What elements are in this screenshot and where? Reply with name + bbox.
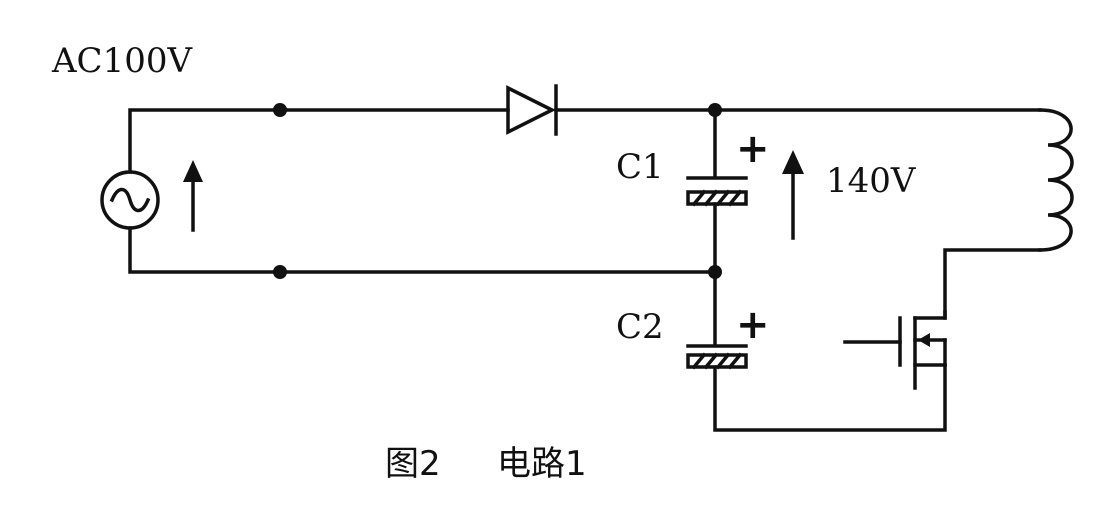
voltage-label: 140V — [826, 161, 917, 201]
diode — [506, 84, 558, 136]
figure-title: 电路1 — [497, 444, 587, 484]
capacitor-c1 — [686, 176, 748, 207]
figure-number: 图2 — [385, 444, 441, 484]
ac-source — [100, 170, 160, 230]
inductor-coil — [943, 108, 1074, 317]
capacitor-voltage-arrow — [782, 150, 804, 240]
cap1-plus-sign: + — [736, 126, 770, 172]
source-voltage-arrow — [183, 160, 203, 232]
top-left-wire — [128, 108, 510, 174]
bottom-wire — [128, 226, 717, 274]
junction-node — [273, 103, 287, 117]
capacitor-c2 — [686, 344, 748, 370]
source-label: AC100V — [51, 41, 193, 81]
mosfet — [843, 310, 947, 390]
cap1-label: C1 — [616, 147, 664, 187]
junction-node — [273, 265, 287, 279]
cap2-label: C2 — [616, 307, 664, 347]
cap2-plus-sign: + — [736, 302, 770, 348]
return-wire — [713, 363, 947, 432]
